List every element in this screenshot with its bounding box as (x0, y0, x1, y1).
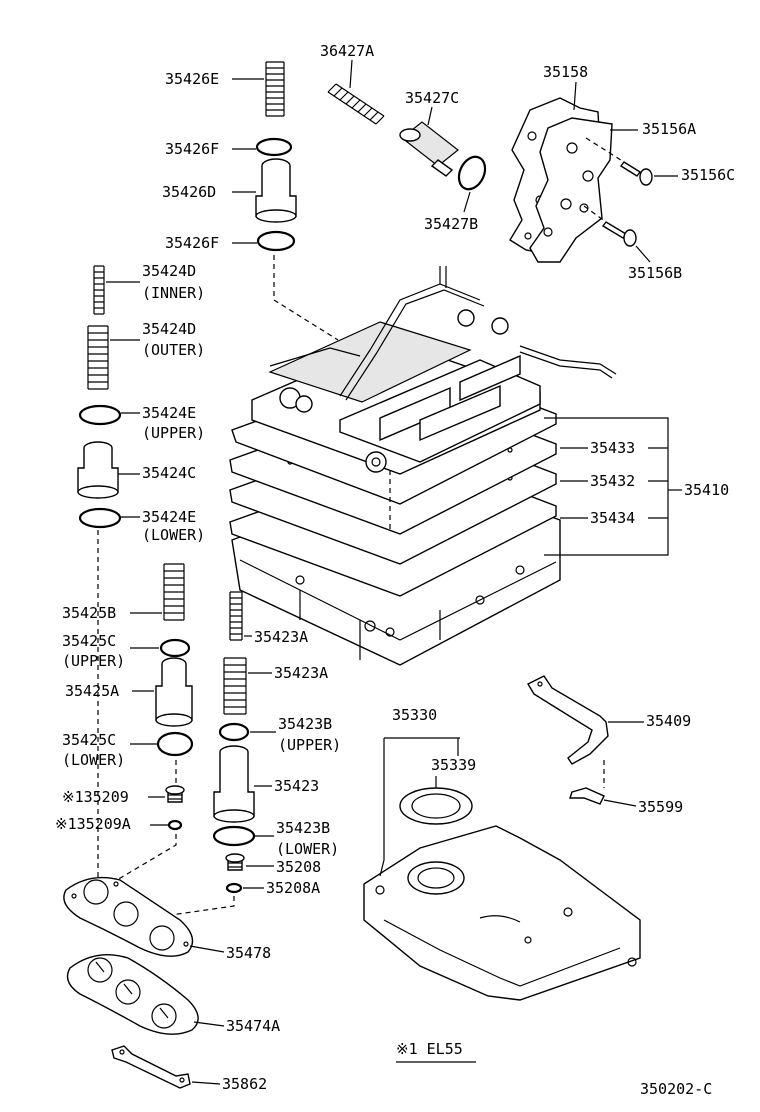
figure-code: 350202-C (640, 1080, 712, 1098)
solenoid-35427C (399, 121, 459, 177)
bracket-35409 (527, 675, 609, 765)
valve-35423 (213, 745, 255, 823)
plug-135209 (165, 785, 185, 803)
label-35339: 35339 (431, 756, 476, 774)
label-35208A: 35208A (266, 879, 320, 897)
label-35409: 35409 (646, 712, 691, 730)
label-135209: ※135209 (62, 788, 129, 806)
label-35423B-upper-note: (UPPER) (278, 736, 341, 754)
label-35474A: 35474A (226, 1017, 280, 1035)
label-35425B: 35425B (62, 604, 116, 622)
label-35208: 35208 (276, 858, 321, 876)
valve-35424C (77, 441, 119, 499)
label-35410: 35410 (684, 481, 729, 499)
label-35425C-lower-note: (LOWER) (62, 751, 125, 769)
label-35599: 35599 (638, 798, 683, 816)
o-ring-135209A (167, 819, 183, 831)
spring-35426E (265, 61, 285, 117)
valve-body-assembly (229, 266, 617, 666)
clip-35599 (569, 787, 605, 805)
o-ring-35423B-upper (218, 722, 250, 742)
label-35424D-outer-note: (OUTER) (142, 341, 205, 359)
label-35426F-bottom: 35426F (165, 234, 219, 252)
label-35423B-lower-note: (LOWER) (276, 840, 339, 858)
label-35156A: 35156A (642, 120, 696, 138)
valve-35426D (255, 158, 297, 223)
label-35425C-upper-note: (UPPER) (62, 652, 125, 670)
o-ring-35426F-bottom (256, 230, 296, 252)
spring-35425B (163, 563, 185, 621)
label-35425C-upper: 35425C (62, 632, 116, 650)
label-35425C-lower: 35425C (62, 731, 116, 749)
label-35423A-large: 35423A (274, 664, 328, 682)
o-ring-35425C-lower (156, 731, 194, 757)
label-35423B-upper: 35423B (278, 715, 332, 733)
label-35424D-outer: 35424D (142, 320, 196, 338)
spring-36427A (327, 83, 385, 125)
label-35424E-lower-note: (LOWER) (142, 526, 205, 544)
label-35330: 35330 (392, 706, 437, 724)
gasket-35474A (66, 954, 199, 1035)
o-ring-35424E-lower (78, 507, 122, 529)
label-35426F-top: 35426F (165, 140, 219, 158)
label-35425A: 35425A (65, 682, 119, 700)
label-135209A: ※135209A (55, 815, 131, 833)
spring-35424D-outer (87, 325, 109, 390)
label-35427B: 35427B (424, 215, 478, 233)
o-ring-35424E-upper (78, 404, 122, 426)
label-35424D-inner: 35424D (142, 262, 196, 280)
label-35424E-lower: 35424E (142, 508, 196, 526)
valve-35425A (155, 657, 193, 727)
spring-35423A-small (229, 591, 243, 641)
label-35426E: 35426E (165, 70, 219, 88)
gasket-35478 (63, 876, 194, 957)
label-35424E-upper-note: (UPPER) (142, 424, 205, 442)
o-ring-35208A (225, 882, 243, 894)
o-ring-35426F-top (255, 137, 293, 157)
o-ring-35427B (457, 155, 487, 191)
o-ring-35425C-upper (159, 638, 191, 658)
label-35434: 35434 (590, 509, 635, 527)
footnote-el55: ※1 EL55 (396, 1040, 463, 1058)
gasket-35339 (399, 787, 473, 825)
spring-35423A-large (223, 657, 247, 715)
label-35427C: 35427C (405, 89, 459, 107)
label-35156C: 35156C (681, 166, 735, 184)
label-35423A-small: 35423A (254, 628, 308, 646)
label-35423: 35423 (274, 777, 319, 795)
label-36427A: 36427A (320, 42, 374, 60)
label-35423B-lower: 35423B (276, 819, 330, 837)
label-35424D-inner-note: (INNER) (142, 284, 205, 302)
label-35426D: 35426D (162, 183, 216, 201)
plug-35208 (225, 853, 245, 871)
o-ring-35423B-lower (212, 825, 256, 847)
gasket-35156A (529, 117, 613, 263)
label-35862: 35862 (222, 1075, 267, 1093)
label-35432: 35432 (590, 472, 635, 490)
label-35424C: 35424C (142, 464, 196, 482)
label-35433: 35433 (590, 439, 635, 457)
label-35424E-upper: 35424E (142, 404, 196, 422)
bolt-35156B (601, 221, 637, 247)
bracket-35862 (111, 1045, 191, 1089)
label-35156B: 35156B (628, 264, 682, 282)
spring-35424D-inner (93, 265, 105, 315)
bolt-35156C (619, 161, 653, 186)
oil-strainer-35330 (363, 825, 641, 1001)
label-35478: 35478 (226, 944, 271, 962)
label-35158: 35158 (543, 63, 588, 81)
